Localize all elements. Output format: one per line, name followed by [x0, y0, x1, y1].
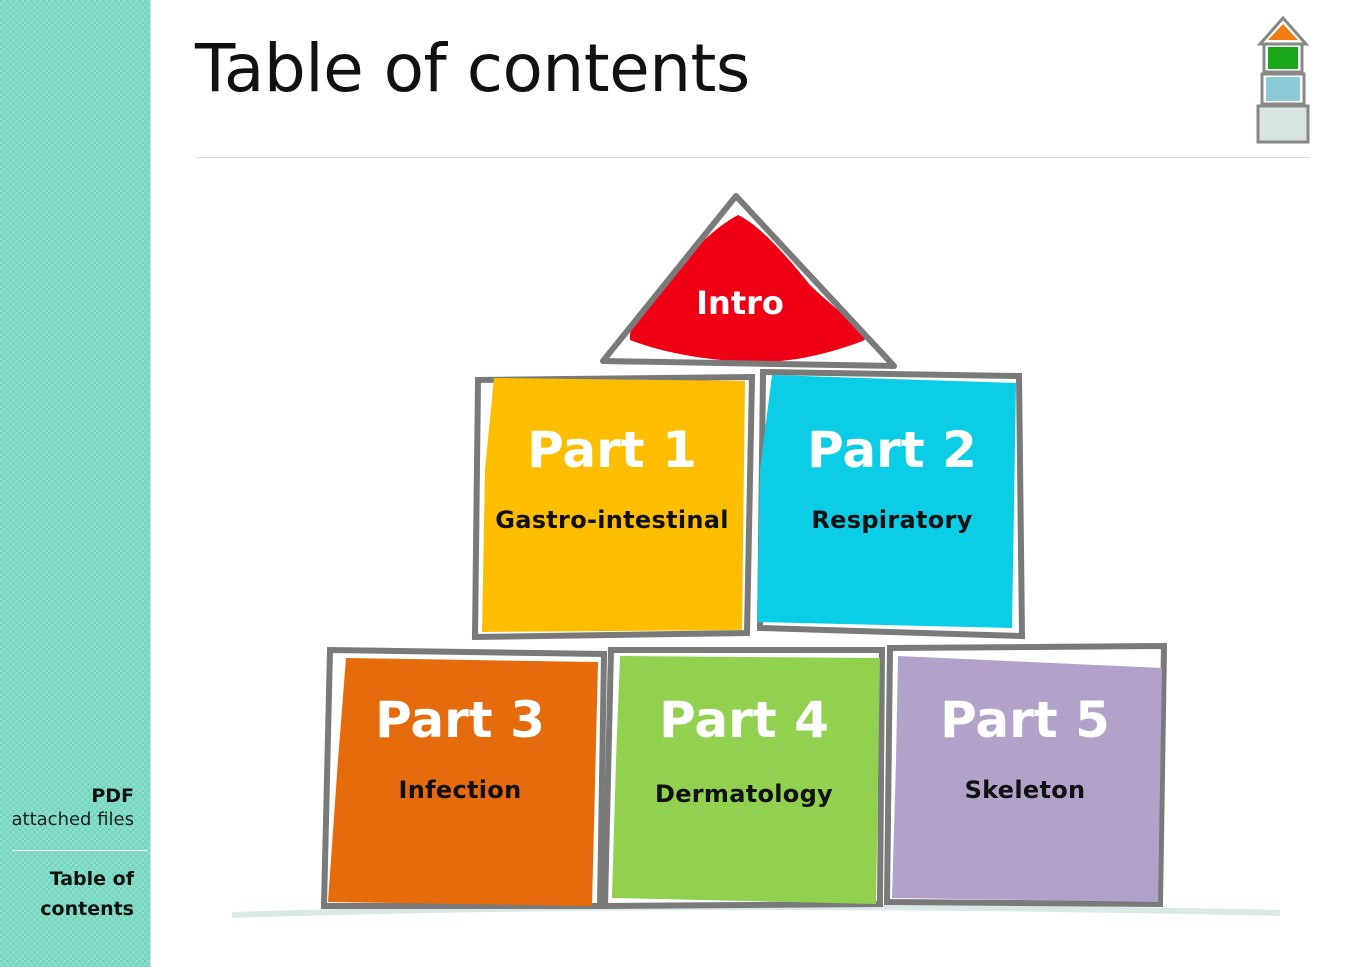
nav-pdf-sublabel: attached files [11, 809, 135, 830]
part-1-label[interactable]: Part 1 Gastro-intestinal [482, 420, 742, 534]
part-4-subtitle: Dermatology [654, 780, 834, 808]
part-3-label[interactable]: Part 3 Infection [330, 690, 590, 804]
intro-fill [629, 215, 865, 362]
title-divider [196, 157, 1310, 158]
part-5-subtitle: Skeleton [964, 776, 1086, 804]
nav-toc-line2: contents [40, 898, 134, 920]
part-5-fill [892, 656, 1162, 902]
part-3-subtitle: Infection [398, 776, 522, 804]
part-2-subtitle: Respiratory [811, 506, 973, 534]
part-4-block[interactable] [601, 647, 886, 910]
sidebar: PDF attached files Table of contents [0, 0, 151, 967]
part-1-subtitle: Gastro-intestinal [495, 506, 729, 534]
part-4-fill [612, 656, 880, 904]
sidebar-divider [12, 850, 148, 851]
nav-table-of-contents[interactable]: Table of contents [4, 864, 134, 924]
part-2-block[interactable] [756, 368, 1026, 640]
nav-pdf-attached-files[interactable]: PDF attached files [12, 785, 135, 830]
part-2-label[interactable]: Part 2 Respiratory [762, 420, 1022, 534]
part-3-title: Part 3 [375, 691, 545, 749]
nav-pdf-label: PDF [91, 785, 134, 807]
part-1-title: Part 1 [527, 421, 697, 479]
part-3-block[interactable] [320, 646, 608, 909]
intro-outline [600, 193, 897, 369]
part-4-outline [601, 647, 886, 910]
page-title: Table of contents [195, 30, 750, 107]
part-1-outline [471, 373, 756, 641]
part-2-fill [757, 375, 1016, 628]
part-4-label[interactable]: Part 4 Dermatology [614, 690, 874, 808]
part-5-outline [883, 642, 1168, 908]
part-5-label[interactable]: Part 5 Skeleton [895, 690, 1155, 804]
intro-label: Intro [696, 284, 784, 322]
nav-toc-line1: Table of [49, 868, 134, 890]
part-3-outline [320, 646, 608, 909]
part-5-title: Part 5 [940, 691, 1110, 749]
part-3-fill [328, 658, 598, 906]
intro-label-wrap[interactable]: Intro [640, 284, 840, 322]
part-2-title: Part 2 [807, 421, 977, 479]
intro-block[interactable] [600, 193, 897, 369]
part-1-block[interactable] [471, 373, 756, 641]
part-4-title: Part 4 [659, 691, 829, 749]
stacked-blocks-house-icon [1256, 15, 1310, 144]
part-5-block[interactable] [883, 642, 1168, 908]
part-1-fill [482, 378, 745, 632]
